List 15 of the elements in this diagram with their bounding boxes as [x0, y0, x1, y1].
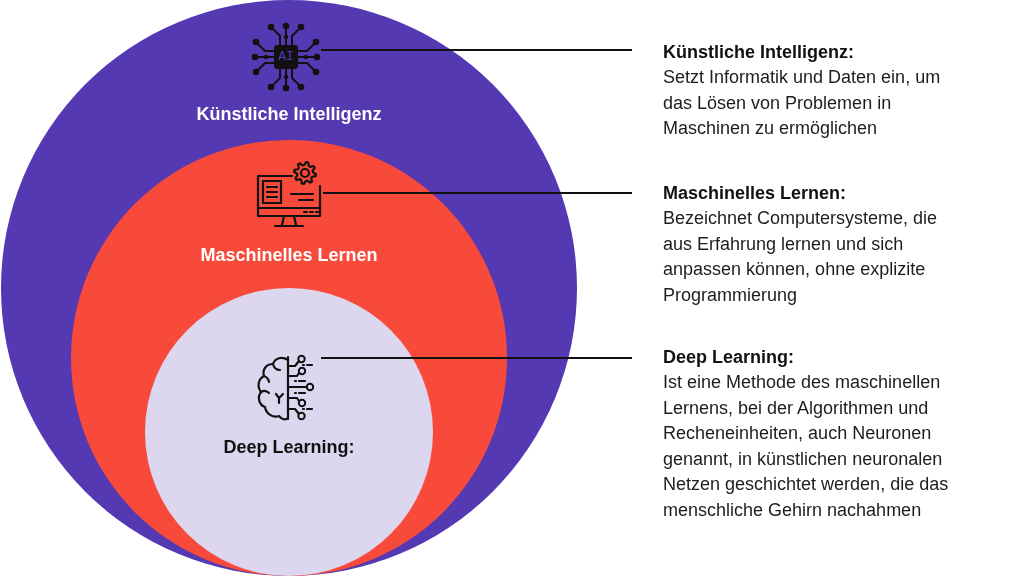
term-heading: Maschinelles Lernen: [663, 182, 847, 205]
circle-label: Künstliche Intelligenz [196, 104, 382, 124]
circle-label: Maschinelles Lernen [200, 245, 378, 265]
term-description: Setzt Informatik und Daten ein, um das Lösen von Problemen in Maschinen zu ermöglichen [663, 66, 942, 140]
computer-gear-icon [255, 160, 323, 230]
leader-line [320, 357, 633, 359]
term-description: Ist eine Methode des maschinellen Lernens, bei der Algorithmen und Recheneinheiten, auch Neuronen genannt, in künstlichen neuronalen Netzen geschichtet werden, die das menschliche Gehirn nachahmen [663, 371, 950, 522]
circle-label: Deep Learning: [223, 437, 355, 457]
term-heading: Künstliche Intelligenz: [663, 41, 854, 64]
outer-circle [1, 0, 577, 576]
chip-text: AI [278, 50, 294, 64]
term-heading: Deep Learning: [663, 346, 795, 369]
leader-line [322, 192, 633, 194]
leader-line [320, 49, 633, 51]
term-description: Bezeichnet Computersysteme, die aus Erfahrung lernen und sich anpassen können, ohne explizite Programmierung [663, 207, 939, 307]
